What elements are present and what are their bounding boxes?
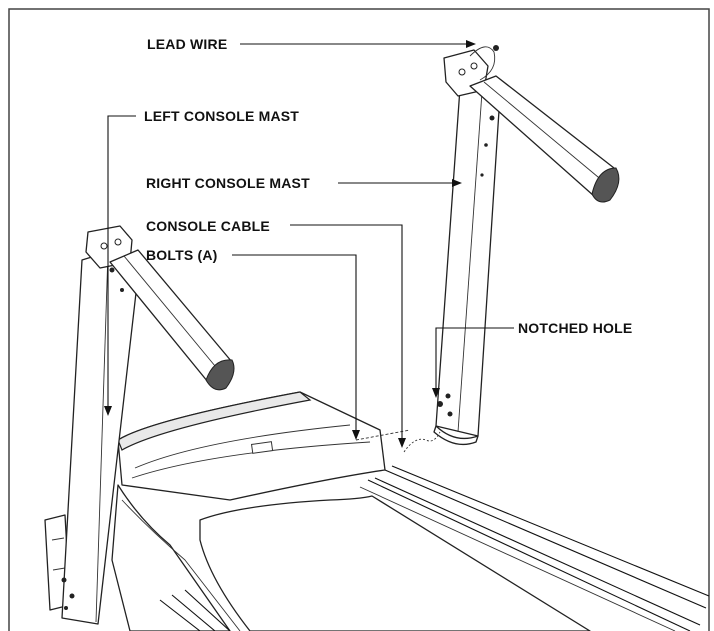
treadmill-base (44, 391, 710, 631)
callout-bolts-a: BOLTS (A) (146, 247, 218, 263)
diagram-frame (8, 8, 710, 631)
callout-left-console-mast: LEFT CONSOLE MAST (144, 108, 299, 124)
console-cable (403, 431, 441, 453)
callout-console-cable: CONSOLE CABLE (146, 218, 270, 234)
hood-vent (250, 441, 274, 454)
callout-lead-wire: LEAD WIRE (147, 36, 227, 52)
notched-hole (437, 401, 443, 407)
right-console-mast (433, 45, 620, 446)
lead-wire-tip (493, 45, 499, 51)
callout-right-console-mast: RIGHT CONSOLE MAST (146, 175, 310, 191)
callout-notched-hole: NOTCHED HOLE (518, 320, 632, 336)
left-console-mast (61, 225, 235, 625)
